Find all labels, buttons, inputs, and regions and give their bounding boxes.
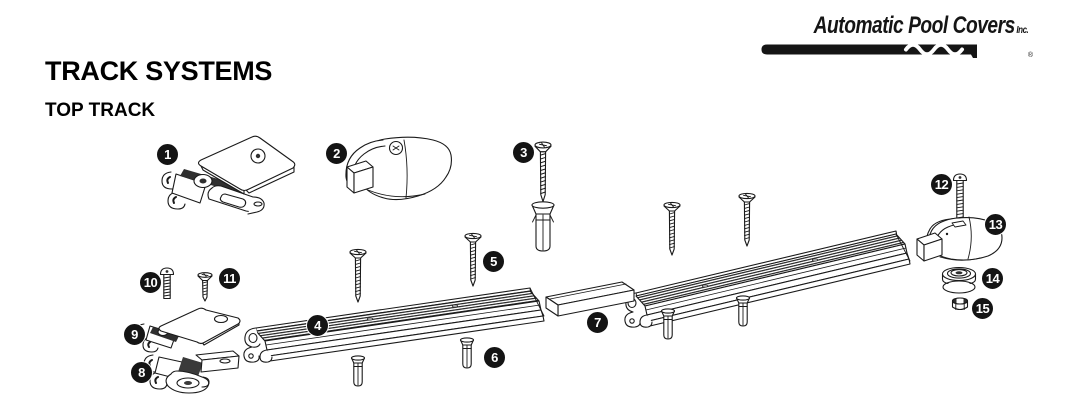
flat-head-screw-drawing [349,248,367,303]
part-6-anchor-sleeve-drawing [459,337,475,369]
part-badge-14: 14 [981,267,1004,290]
page-title: TRACK SYSTEMS [45,56,273,86]
part-badge-3: 3 [512,141,535,164]
part-badge-5: 5 [482,250,505,273]
part-badge-9: 9 [123,323,146,346]
part-10-pan-head-screw-drawing [159,267,175,300]
part-badge-4: 4 [306,314,329,337]
part-badge-13: 13 [984,213,1007,236]
part-badge-7: 7 [586,311,609,334]
part-8-latch-mechanism-drawing [143,350,240,394]
anchor-sleeve-drawing [350,355,366,387]
part-1-latch-assembly-drawing [161,135,296,215]
part-7-splice-bar-drawing [545,281,635,317]
wave-icon [903,42,964,57]
part-3-screw-anchor-drawing [531,141,555,252]
part-13-end-cap-drawing [916,216,1003,262]
section-subtitle: TOP TRACK [45,100,156,121]
part-14-pulley-drawing [941,266,977,294]
right-track-extrusion-drawing [624,230,911,328]
part-11-flat-head-screw-drawing [197,272,213,302]
flat-head-screw-drawing [738,192,756,247]
part-badge-11: 11 [218,267,241,290]
part-9-latch-housing-drawing [135,307,241,353]
flat-head-screw-drawing [663,201,681,256]
anchor-sleeve-drawing [735,295,751,327]
logo-inc-suffix: Inc. [1016,25,1028,36]
part-badge-1: 1 [156,143,179,166]
logo-wave-bar [761,42,977,58]
registered-trademark-icon: ® [1027,52,1033,59]
wall-anchor-drawing [531,201,555,252]
anchor-sleeve-drawing [660,308,676,340]
part-badge-6: 6 [483,346,506,369]
part-15-hex-nut-drawing [951,297,969,311]
part-5-flat-head-screw-drawing [464,232,482,287]
part-12-pan-head-screw-drawing [952,173,968,220]
logo-company-name: Automatic Pool Covers [813,12,1015,39]
flat-head-screw-drawing [534,141,552,203]
part-badge-10: 10 [139,271,162,294]
part-badge-2: 2 [325,142,348,165]
part-badge-8: 8 [130,361,153,384]
part-badge-15: 15 [971,297,994,320]
part-2-end-cap-drawing [345,136,452,201]
part-badge-12: 12 [930,173,953,196]
